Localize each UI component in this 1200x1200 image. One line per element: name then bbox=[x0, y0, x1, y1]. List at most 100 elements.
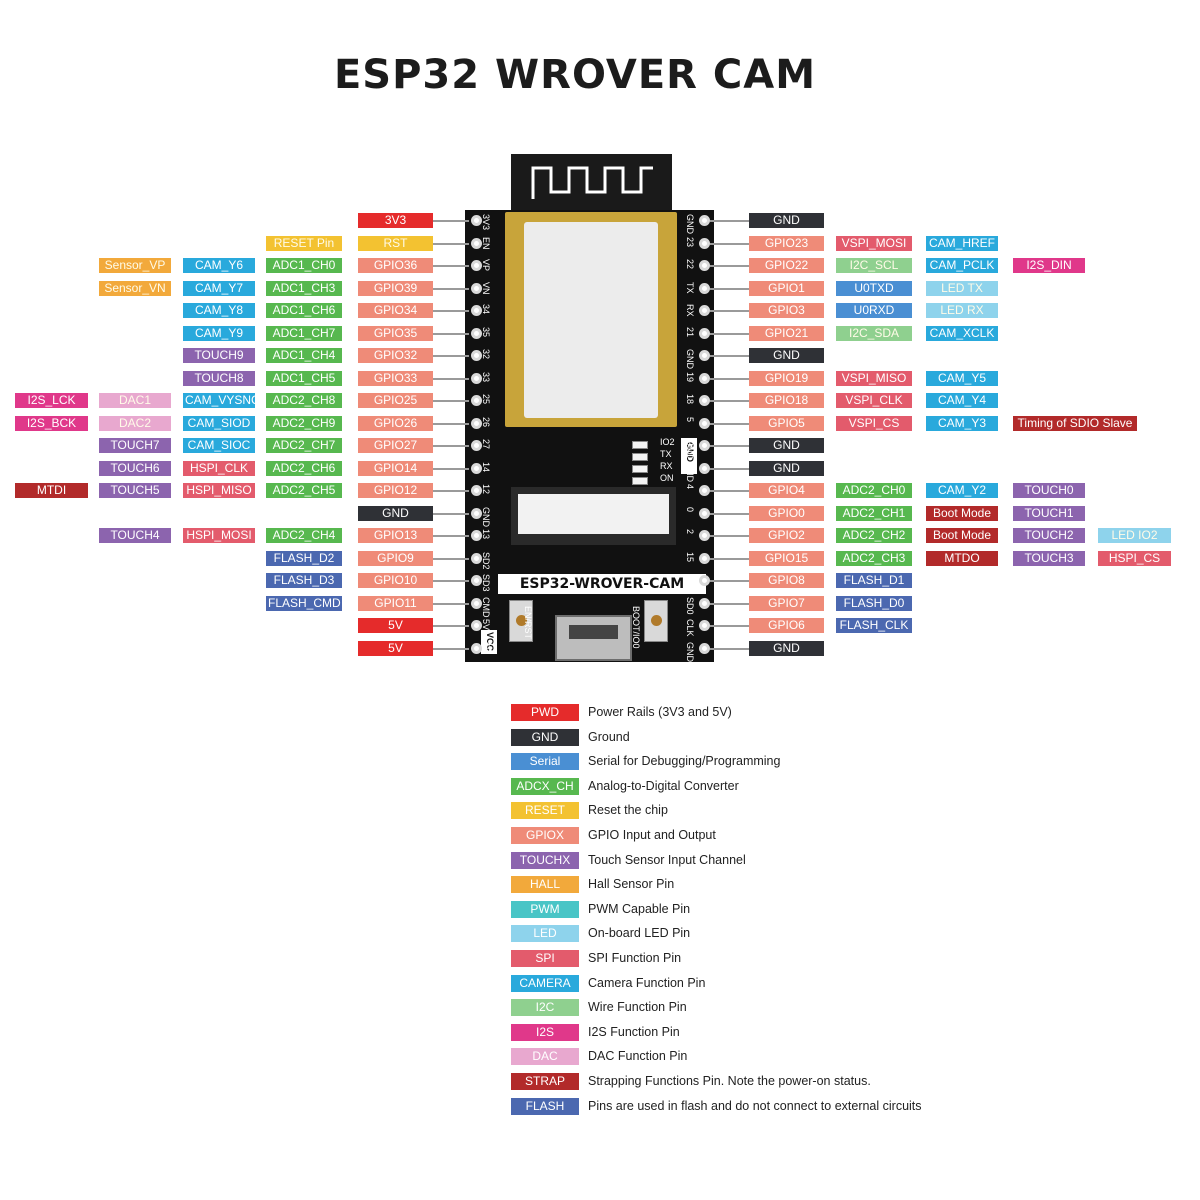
pin-label-gpio34: GPIO34 bbox=[358, 303, 433, 318]
pin-label-u0txd: U0TXD bbox=[836, 280, 912, 296]
pin-label-gpio14: GPIO14 bbox=[358, 460, 433, 476]
left-connector-line bbox=[433, 647, 469, 650]
pin-label-adc1-ch5: ADC1_CH5 bbox=[266, 370, 342, 386]
left-connector-line bbox=[433, 220, 469, 222]
right-connector-line bbox=[710, 265, 749, 267]
legend-description-gpio: GPIO Input and Output bbox=[588, 828, 716, 842]
legend-description-serial: Serial for Debugging/Programming bbox=[588, 754, 781, 769]
left-pin-silkscreen: 33 bbox=[481, 371, 491, 382]
left-pin-silkscreen: 5V bbox=[481, 641, 491, 653]
boot-button[interactable] bbox=[644, 600, 668, 642]
pin-label-cam-y9: CAM_Y9 bbox=[183, 325, 255, 341]
left-header-pin bbox=[471, 282, 482, 294]
left-connector-line bbox=[433, 512, 469, 515]
pin-label-gnd: GND bbox=[749, 213, 824, 228]
antenna-trace-icon bbox=[531, 166, 653, 199]
diagram-title: ESP32 WROVER CAM bbox=[333, 52, 816, 98]
right-connector-line bbox=[710, 490, 749, 492]
left-pin-silkscreen: CMD bbox=[481, 596, 491, 618]
legend-swatch-spi: SPI bbox=[511, 950, 579, 967]
pin-label-gpio26: GPIO26 bbox=[358, 415, 433, 431]
left-pin-silkscreen: 13 bbox=[481, 529, 491, 540]
usb-opening bbox=[569, 625, 618, 639]
led-label-rx: RX bbox=[660, 461, 673, 471]
pin-label-touch3: TOUCH3 bbox=[1013, 550, 1085, 566]
legend-description-strap: Strapping Functions Pin. Note the power-… bbox=[588, 1074, 871, 1088]
pin-label-cam-vysnc: CAM_VYSNC bbox=[183, 393, 255, 408]
right-pin-silkscreen: 19 bbox=[685, 371, 695, 382]
left-header-pin bbox=[471, 462, 482, 474]
pin-label-cam-y5: CAM_Y5 bbox=[926, 370, 998, 386]
pin-label-touch5: TOUCH5 bbox=[99, 483, 171, 498]
legend-swatch-serial: Serial bbox=[511, 753, 579, 771]
pin-label-dac2: DAC2 bbox=[99, 415, 171, 431]
left-connector-line bbox=[433, 625, 469, 627]
right-header-pin bbox=[699, 575, 710, 586]
right-connector-line bbox=[710, 535, 749, 537]
left-pin-silkscreen: 14 bbox=[481, 461, 491, 472]
pin-label-gpio19: GPIO19 bbox=[749, 370, 824, 386]
right-pin-silkscreen: 22 bbox=[685, 259, 695, 270]
left-connector-line bbox=[433, 445, 469, 447]
pin-label-dac1: DAC1 bbox=[99, 393, 171, 408]
left-connector-line bbox=[433, 400, 469, 402]
pin-label-touch2: TOUCH2 bbox=[1013, 528, 1085, 543]
reset-button-label: EN/RST bbox=[523, 606, 533, 640]
right-connector-line bbox=[710, 377, 749, 380]
pin-label-vspi-clk: VSPI_CLK bbox=[836, 393, 912, 408]
pin-label-gpio32: GPIO32 bbox=[358, 348, 433, 363]
left-header-pin bbox=[471, 327, 482, 339]
right-header-pin bbox=[699, 282, 710, 294]
legend-swatch-strap: STRAP bbox=[511, 1073, 579, 1090]
pin-label-flash-d0: FLASH_D0 bbox=[836, 595, 912, 611]
left-connector-line bbox=[433, 580, 469, 582]
right-connector-line bbox=[710, 242, 749, 245]
left-pin-silkscreen: 26 bbox=[481, 416, 491, 427]
right-connector-line bbox=[710, 602, 749, 605]
right-connector-line bbox=[710, 220, 749, 222]
right-connector-line bbox=[710, 625, 749, 627]
pin-label-cam-siod: CAM_SIOD bbox=[183, 415, 255, 431]
left-connector-line bbox=[433, 310, 469, 312]
pin-label-mtdo: MTDO bbox=[926, 550, 998, 566]
pin-label-led-io2: LED IO2 bbox=[1098, 528, 1171, 543]
pin-label-gpio39: GPIO39 bbox=[358, 280, 433, 296]
pin-label-gpio12: GPIO12 bbox=[358, 483, 433, 498]
micro-usb-port[interactable] bbox=[555, 615, 632, 661]
left-connector-line bbox=[433, 377, 469, 380]
legend-description-i2c: Wire Function Pin bbox=[588, 1000, 687, 1015]
left-pin-silkscreen: 3V3 bbox=[481, 214, 491, 231]
boot-button-label: BOOT/IO0 bbox=[631, 606, 641, 649]
pin-label-gpio33: GPIO33 bbox=[358, 370, 433, 386]
right-pin-silkscreen: 15 bbox=[685, 551, 695, 562]
left-connector-line bbox=[433, 265, 469, 267]
pin-label-gnd: GND bbox=[358, 505, 433, 521]
pin-label-gpio8: GPIO8 bbox=[749, 573, 824, 588]
legend-description-i2s: I2S Function Pin bbox=[588, 1024, 680, 1039]
right-connector-line bbox=[710, 467, 749, 470]
pin-label-adc2-ch6: ADC2_CH6 bbox=[266, 460, 342, 476]
module-shield bbox=[524, 222, 658, 418]
pin-label-adc1-ch7: ADC1_CH7 bbox=[266, 325, 342, 341]
right-pin-silkscreen: SD1 bbox=[685, 574, 695, 592]
led-label-io2: IO2 bbox=[660, 437, 675, 447]
legend-swatch-i2s: I2S bbox=[511, 1023, 579, 1041]
legend-description-reset: Reset the chip bbox=[588, 803, 668, 818]
right-pin-silkscreen: 23 bbox=[685, 236, 695, 247]
pin-label-cam-y7: CAM_Y7 bbox=[183, 280, 255, 296]
pin-label-flash-d2: FLASH_D2 bbox=[266, 550, 342, 566]
pin-label-touch1: TOUCH1 bbox=[1013, 505, 1085, 521]
pin-label-led-tx: LED TX bbox=[926, 280, 998, 296]
pin-label-hspi-mosi: HSPI_MOSI bbox=[183, 528, 255, 543]
legend-swatch-hall: HALL bbox=[511, 876, 579, 894]
reset-button[interactable] bbox=[509, 600, 533, 642]
pin-label-i2c-scl: I2C_SCL bbox=[836, 258, 912, 273]
gnd-pad: GND bbox=[681, 438, 697, 474]
left-header-pin bbox=[471, 485, 482, 496]
led-rx bbox=[632, 465, 648, 473]
left-header-pin bbox=[471, 305, 482, 316]
right-connector-line bbox=[710, 557, 749, 560]
left-pin-silkscreen: 12 bbox=[481, 484, 491, 495]
pin-label-reset-pin: RESET Pin bbox=[266, 235, 342, 251]
